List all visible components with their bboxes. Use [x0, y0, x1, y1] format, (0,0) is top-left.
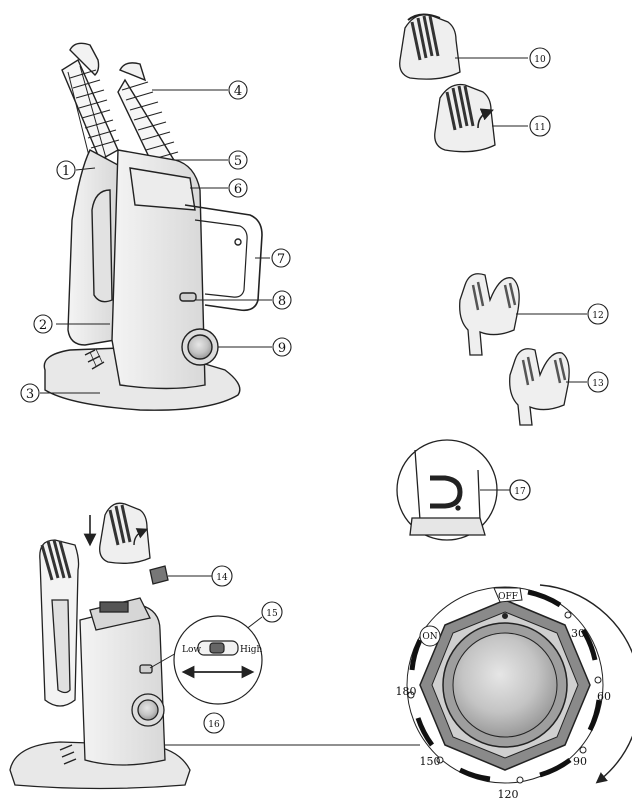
left-hose — [61, 42, 119, 161]
nozzle-callout-circles — [529, 47, 551, 137]
dial-mark-180: 180 — [396, 685, 417, 698]
callout-2: 2 — [39, 318, 47, 333]
callout-11: 11 — [534, 123, 545, 133]
dial-mark-90: 90 — [573, 755, 587, 768]
dial-on-label: ON — [422, 632, 437, 642]
callout-17: 17 — [514, 487, 526, 497]
callout-6: 6 — [234, 182, 242, 197]
fork-nozzle-13-illustration — [509, 348, 570, 426]
dial-mark-30: 30 — [571, 627, 585, 640]
dial-off-label: OFF — [498, 592, 518, 602]
callout-7: 7 — [277, 252, 285, 267]
callout-12: 12 — [592, 311, 603, 321]
nozzle-11-illustration — [434, 83, 496, 153]
callout-5: 5 — [234, 154, 242, 169]
main-callout-lines — [40, 89, 272, 394]
dryer-main-illustration — [43, 42, 263, 411]
dial-mark-150: 150 — [420, 755, 441, 768]
nozzle-10-illustration — [399, 13, 461, 80]
right-hose-ribs — [121, 81, 179, 161]
dial-mark-60: 60 — [597, 690, 611, 703]
callout-4: 4 — [234, 84, 242, 99]
timer-dial — [406, 584, 632, 784]
left-hose-ribs — [69, 69, 120, 149]
fork-callout-lines — [516, 313, 587, 383]
dial-mark-120: 120 — [498, 788, 519, 801]
switch-low-label: Low — [182, 645, 201, 655]
fork-nozzle-12-illustration — [459, 273, 520, 356]
power-switch-detail — [173, 615, 263, 705]
dryer-assembly-illustration — [9, 502, 191, 790]
main-callout-circles — [20, 80, 292, 403]
assembly-callout-circles — [203, 565, 283, 734]
switch-high-label: High — [240, 645, 262, 655]
callout-8: 8 — [278, 294, 286, 309]
callout-3: 3 — [26, 387, 34, 402]
nozzle-callout-lines — [455, 57, 528, 127]
callout-13: 13 — [592, 379, 604, 389]
callout-10: 10 — [534, 55, 546, 65]
callout-9: 9 — [278, 341, 286, 356]
detail-17-magnifier — [396, 439, 531, 541]
fork-callout-circles — [587, 303, 609, 393]
callout-14: 14 — [216, 573, 228, 583]
callout-16: 16 — [208, 720, 220, 730]
callout-1: 1 — [62, 164, 70, 179]
callout-15: 15 — [266, 609, 278, 619]
